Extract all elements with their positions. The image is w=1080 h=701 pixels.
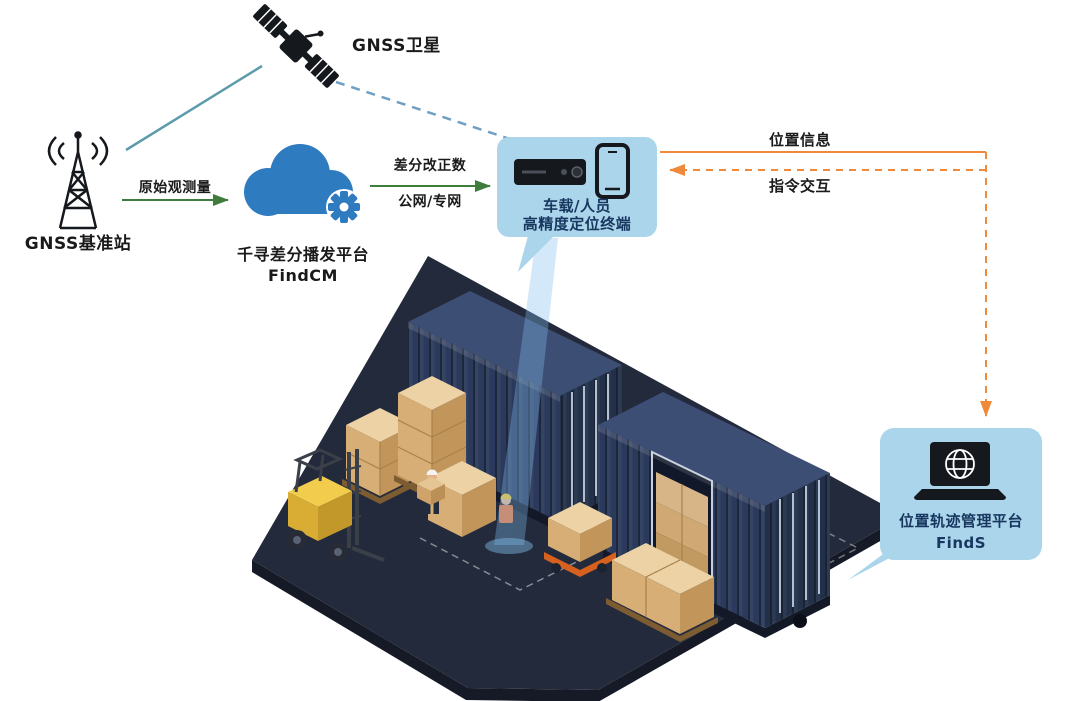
gear-icon [326, 189, 362, 225]
satellite-icon [253, 4, 339, 88]
terminal-panel [497, 137, 657, 272]
terminal-label-line1: 车载/人员 [543, 197, 611, 215]
management-platform-product: FindS [935, 534, 987, 552]
box-stack [394, 376, 470, 500]
terminal-label-line2: 高精度定位终端 [522, 215, 632, 233]
forklift-icon [287, 448, 385, 562]
worker [499, 493, 513, 538]
container-2 [598, 392, 830, 628]
diff-correction-label: 差分改正数 [393, 158, 467, 174]
raw-observation-label: 原始观测量 [138, 180, 212, 196]
vehicle-terminal-icon [514, 159, 586, 185]
laptop-globe-icon [914, 442, 1006, 500]
cloud-gear-icon [244, 144, 362, 225]
management-panel [848, 428, 1042, 580]
base-station-label: GNSS基准站 [24, 234, 132, 254]
warehouse-scene [252, 256, 882, 701]
satellite-label: GNSS卫星 [352, 36, 441, 56]
cloud-platform-product: FindCM [268, 266, 338, 285]
cloud-platform-name: 千寻差分播发平台 [236, 245, 369, 264]
worker [417, 469, 445, 514]
radio-tower-icon [47, 131, 109, 230]
management-platform-name: 位置轨迹管理平台 [898, 512, 1023, 530]
network-label: 公网/专网 [398, 194, 462, 210]
command-interaction-label: 指令交互 [768, 177, 831, 195]
box-stack [428, 461, 496, 537]
positioning-beam [485, 238, 558, 554]
smartphone-icon [595, 143, 630, 199]
box-stack [606, 543, 718, 642]
box-stack [548, 502, 612, 562]
satellite-terminal-link-line [335, 80, 511, 141]
position-info-label: 位置信息 [768, 131, 831, 149]
satellite-base-link-line [125, 64, 263, 152]
floor-side [252, 528, 882, 701]
